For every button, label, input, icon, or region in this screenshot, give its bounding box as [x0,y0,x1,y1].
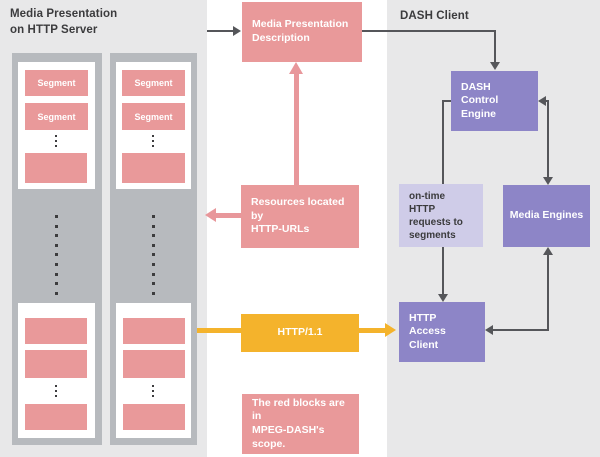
connector-down-to-control-engine [494,30,496,63]
connector-media-engines-to-access-client [547,255,549,331]
connector-mpd-to-client [362,30,496,32]
ellipsis-dots [152,135,154,147]
arrowhead-left-into-control-engine-icon [538,96,546,106]
segment-block-unlabeled [123,318,185,344]
dot [152,224,155,228]
dot [152,272,155,276]
dot [55,215,58,218]
segment-block-unlabeled [25,153,87,183]
client-panel-title: DASH Client [400,10,469,22]
connector-resources-to-server [215,213,241,218]
segment-block-unlabeled [122,153,185,183]
dot [152,390,154,392]
segment-block-unlabeled [25,318,87,344]
segment-block: Segment [25,70,88,96]
dot [55,262,58,266]
server-panel-title: Media Presentation on HTTP Server [10,8,118,37]
dot [55,282,58,286]
segment-block-unlabeled [25,404,87,430]
on-time-requests-box: on-time HTTP requests to segments [399,184,483,247]
arrowhead-down-into-access-client-icon [438,294,448,302]
connector-access-client-right [493,329,549,331]
dot [55,390,57,392]
dot [152,262,155,266]
http-access-client-box: HTTP Access Client [399,302,485,362]
http11-box: HTTP/1.1 [241,314,359,352]
arrowhead-left-into-server-icon [205,208,216,222]
dot [55,234,58,238]
ellipsis-dots-column [152,215,155,295]
segment-block: Segment [25,103,88,130]
ellipsis-dots-column [55,215,58,295]
segment-block-unlabeled [123,350,185,378]
dot [152,253,155,257]
segment-block-unlabeled [25,350,87,378]
dot [55,395,57,397]
dot [152,385,154,387]
dot [55,243,58,247]
dot [152,282,155,286]
ellipsis-dots [55,135,57,147]
connector-stub-control-engine-left [442,100,451,102]
segment-block: Segment [122,103,185,130]
segment-block-unlabeled [123,404,185,430]
ellipsis-dots [152,385,154,397]
dot [55,253,58,257]
media-presentation-description-box: Media Presentation Description [242,2,362,62]
arrowhead-left-into-access-client-icon [485,325,493,335]
arrowhead-down-into-control-engine-icon [490,62,500,70]
media-engines-box: Media Engines [503,185,590,247]
dot [152,291,155,295]
dot [55,145,57,147]
scope-note-box: The red blocks are in MPEG-DASH's scope. [242,394,359,454]
dot [152,215,155,218]
dot [152,234,155,238]
dot [152,243,155,247]
dot [55,385,57,387]
arrowhead-down-into-media-engines-icon [543,177,553,185]
connector-server-to-mpd [207,30,234,32]
dot [152,145,154,147]
dot [55,224,58,228]
dot [152,135,154,137]
dash-control-engine-box: DASH Control Engine [451,71,538,131]
resources-located-box: Resources located by HTTP-URLs [241,185,359,248]
dot [55,135,57,137]
dot [55,291,58,295]
arrowhead-right-into-mpd-icon [233,26,241,36]
connector-resources-to-mpd [294,72,299,185]
ellipsis-dots [55,385,57,397]
dot [55,140,57,142]
segment-block: Segment [122,70,185,96]
arrowhead-up-into-media-engines-icon [543,247,553,255]
arrowhead-right-into-access-client-icon [385,323,396,337]
dot [152,140,154,142]
dot [55,272,58,276]
connector-control-to-media-engines [547,100,549,177]
dot [152,395,154,397]
arrowhead-up-into-mpd-icon [289,62,303,74]
